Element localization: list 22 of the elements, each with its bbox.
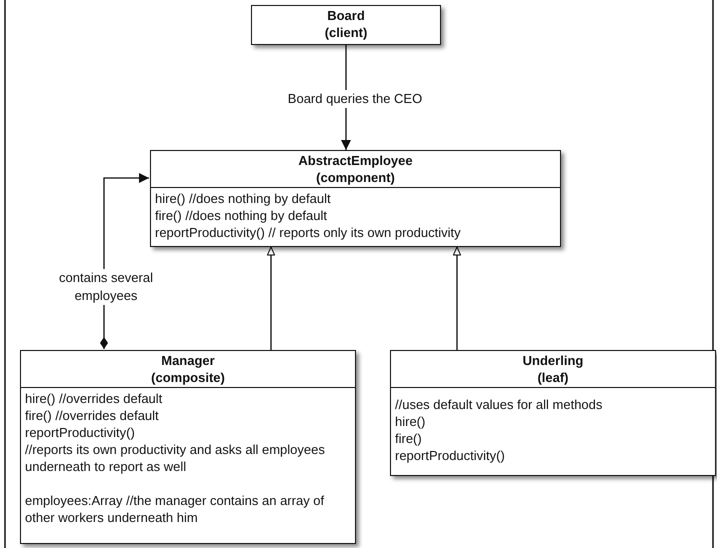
class-member: fire() //does nothing by default [155,207,327,224]
class-member: //uses default values for all methods [395,396,602,413]
class-member: fire() [395,430,422,447]
class-member: fire() //overrides default [25,407,159,424]
inheritance-arrow [266,246,276,350]
class-box [251,5,441,45]
class-member: reportProductivity() // reports only its own productivity [155,224,461,241]
class-box [20,350,356,544]
class-member: hire() [395,413,426,430]
class-box [150,150,561,247]
class-member: reportProductivity() [395,447,505,464]
class-member: employees:Array //the manager contains an array of other workers underneath him [25,492,325,526]
inheritance-arrow [452,246,462,350]
class-box [390,350,716,476]
class-name: Board (client) [324,7,368,41]
class-name: AbstractEmployee (component) [298,152,413,186]
class-member: reportProductivity() [25,424,135,441]
class-name: Manager (composite) [151,352,225,386]
class-name: Underling (leaf) [522,352,584,386]
method-line: hire() //does nothing by default [155,190,331,207]
method-line: hire() //overrides default [25,390,162,407]
class-member: //reports its own productivity and asks all employees underneath to report as well [25,441,325,475]
